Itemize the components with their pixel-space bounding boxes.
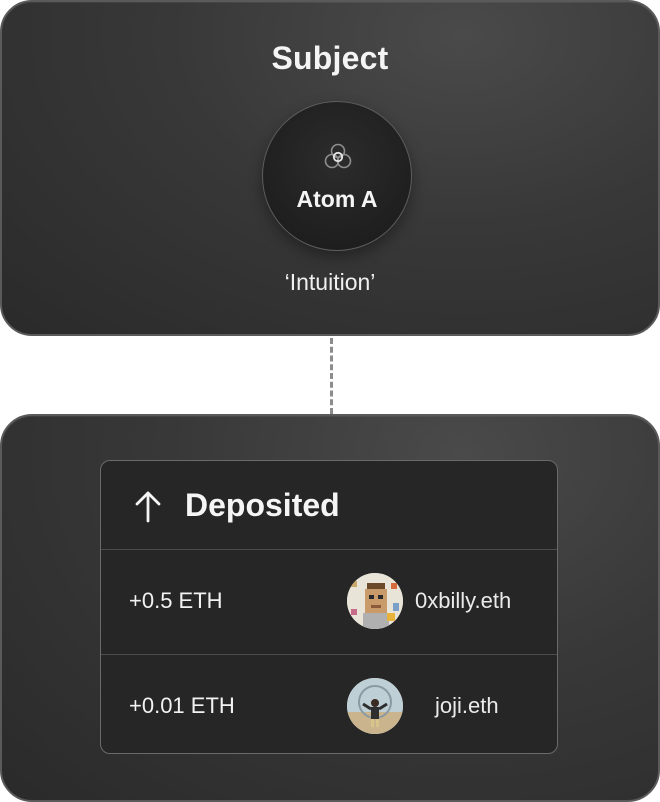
deposit-handle[interactable]: 0xbilly.eth: [415, 588, 512, 613]
deposit-row[interactable]: +0.01 ETH joji.eth: [101, 655, 557, 753]
pixel-punk-avatar[interactable]: [347, 573, 403, 629]
deposit-handle[interactable]: joji.eth: [435, 693, 499, 718]
deposits-title: Deposited: [185, 487, 340, 523]
deposit-amount: +0.01 ETH: [129, 693, 235, 718]
deposit-amount: +0.5 ETH: [129, 588, 223, 613]
subject-title: Subject: [271, 40, 389, 76]
deposits-panel: Deposited +0.5 ETH 0xbilly.eth +0.01 ETH: [100, 460, 558, 754]
atom-node[interactable]: Atom A: [262, 101, 412, 251]
subject-value: ‘Intuition’: [284, 269, 376, 295]
connector-line: [330, 338, 333, 414]
subject-card: Subject Atom A ‘Intuition’: [0, 0, 660, 336]
deposits-header: Deposited: [101, 461, 557, 550]
deposit-row[interactable]: +0.5 ETH 0xbilly.eth: [101, 550, 557, 655]
atom-icon: [324, 143, 352, 169]
atom-label: Atom A: [296, 186, 378, 212]
photo-avatar[interactable]: [347, 678, 403, 734]
arrow-up-icon: [135, 491, 161, 523]
